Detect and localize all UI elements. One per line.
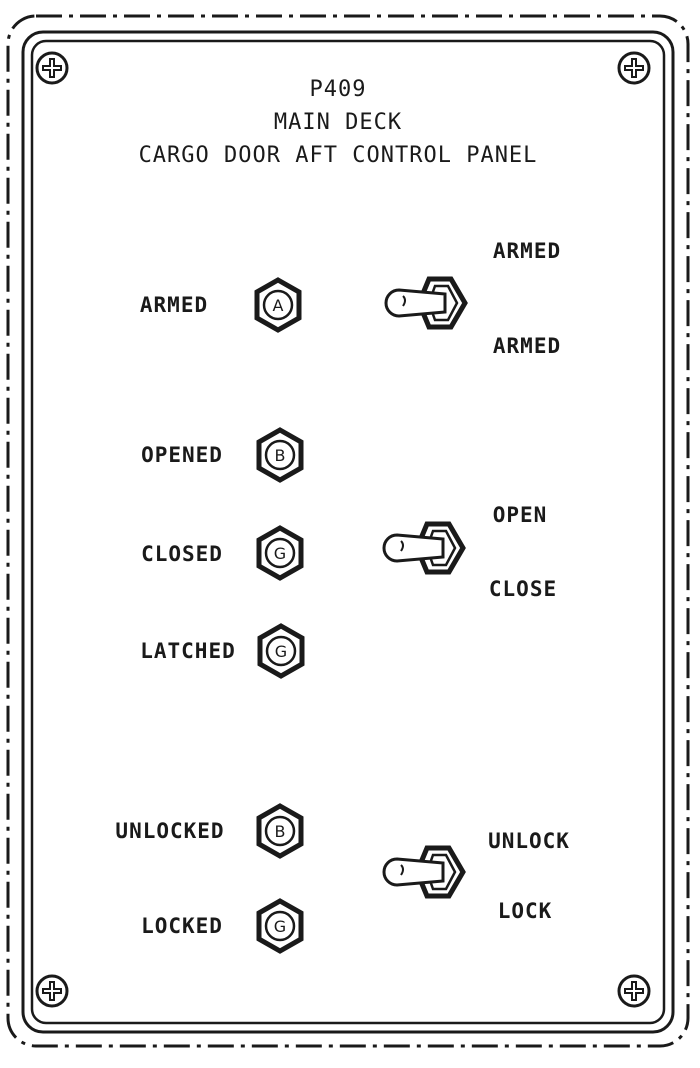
screw-icon: [617, 51, 651, 85]
panel-border-outer: [21, 30, 675, 1034]
screw-icon: [35, 51, 69, 85]
indicator-light-latched: G: [257, 623, 305, 679]
light-label-unlocked: UNLOCKED: [115, 819, 224, 843]
indicator-light-opened: B: [256, 427, 304, 483]
switch-arm-top-label: ARMED: [493, 239, 561, 263]
toggle-switch-lock[interactable]: [382, 845, 466, 899]
light-label-opened: OPENED: [141, 443, 223, 467]
switch-arm-bottom-label: ARMED: [493, 334, 561, 358]
toggle-switch-arm[interactable]: [384, 276, 468, 330]
indicator-letter: G: [275, 642, 287, 661]
screw-icon: [35, 974, 69, 1008]
switch-door-bottom-label: CLOSE: [489, 577, 557, 601]
switch-lock-bottom-label: LOCK: [498, 899, 553, 923]
panel-title-line-3: CARGO DOOR AFT CONTROL PANEL: [139, 143, 538, 168]
panel-title-line-2: MAIN DECK: [274, 110, 402, 135]
light-label-locked: LOCKED: [141, 914, 223, 938]
indicator-letter: G: [274, 917, 286, 936]
indicator-light-locked: G: [256, 898, 304, 954]
indicator-letter: G: [274, 544, 286, 563]
light-label-armed: ARMED: [140, 293, 208, 317]
indicator-light-armed: A: [254, 277, 302, 333]
indicator-light-closed: G: [256, 525, 304, 581]
toggle-switch-door[interactable]: [382, 521, 466, 575]
indicator-letter: B: [275, 446, 286, 465]
switch-lock-top-label: UNLOCK: [488, 829, 570, 853]
indicator-letter: A: [273, 296, 284, 315]
light-label-closed: CLOSED: [141, 542, 223, 566]
screw-icon: [617, 974, 651, 1008]
indicator-light-unlocked: B: [256, 803, 304, 859]
outer-dashed-border: [6, 14, 690, 1048]
switch-door-top-label: OPEN: [493, 503, 548, 527]
indicator-letter: B: [275, 822, 286, 841]
panel-border-inner: [30, 39, 666, 1025]
panel-id: P409: [310, 77, 367, 102]
light-label-latched: LATCHED: [140, 639, 236, 663]
